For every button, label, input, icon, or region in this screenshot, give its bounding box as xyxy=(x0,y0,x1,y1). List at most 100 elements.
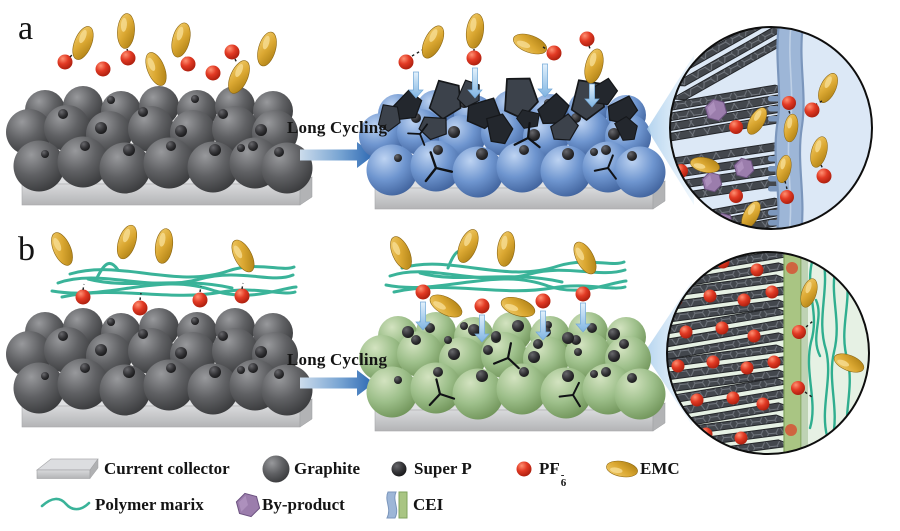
emc-icon xyxy=(606,460,638,478)
by-product-particle xyxy=(704,98,728,122)
legend-super-p-label: Super P xyxy=(414,459,472,478)
pf6-ion xyxy=(756,397,770,411)
down-arrow-icon xyxy=(535,310,551,341)
legend xyxy=(35,455,638,519)
pf6-ion xyxy=(816,168,832,184)
legend-pf6-label: PF-6 xyxy=(539,459,566,489)
emc-molecule xyxy=(783,113,799,143)
emc-molecule xyxy=(690,157,720,173)
pf6-ion xyxy=(792,325,806,339)
pf6-ion xyxy=(681,433,695,447)
pf6-ion xyxy=(679,325,693,339)
cycled-electrode-a xyxy=(359,77,667,210)
by-product-icon xyxy=(235,492,261,518)
by-product-particle xyxy=(701,171,723,193)
emc-molecule xyxy=(465,13,485,49)
legend-graphite-label: Graphite xyxy=(294,459,361,478)
polymer-strand xyxy=(814,298,822,358)
pf6-ion xyxy=(780,190,794,204)
pf6-ion xyxy=(747,329,761,343)
emc-molecule xyxy=(231,239,255,273)
polymer-strand xyxy=(94,261,120,282)
pf6-ion xyxy=(57,54,73,70)
emc-molecule xyxy=(145,52,167,86)
pf6-ion xyxy=(75,289,91,305)
pf6-ion xyxy=(692,220,706,229)
polymer-strand xyxy=(418,271,564,284)
zoom-inset-a xyxy=(669,26,873,230)
pf6-ion xyxy=(205,65,221,81)
crack-line xyxy=(407,123,428,146)
emc-molecule xyxy=(154,228,174,264)
pf6-ion xyxy=(750,263,764,277)
emc-molecule xyxy=(117,13,135,49)
emc-molecule xyxy=(421,25,445,59)
down-arrow-icon xyxy=(415,301,431,331)
crack-line xyxy=(513,121,541,149)
emc-molecule xyxy=(228,60,250,94)
polymer-strand xyxy=(400,260,626,274)
pf6-label-sup: - xyxy=(560,469,565,481)
emc-molecule xyxy=(606,460,638,478)
legend-emc-label: EMC xyxy=(640,459,680,478)
pf6-ion xyxy=(729,189,743,203)
pf6-ion xyxy=(474,298,490,314)
legend-current-collector-label: Current collector xyxy=(104,459,230,478)
down-arrow-icon xyxy=(467,67,483,99)
crack-line xyxy=(424,151,454,183)
panel-a-label: a xyxy=(18,10,34,47)
pf6-ion xyxy=(120,50,136,66)
pristine-electrode-a xyxy=(6,86,314,206)
pf6-ion xyxy=(706,355,720,369)
panel-b-label: b xyxy=(18,231,35,268)
polymer-strand xyxy=(830,264,838,442)
pf6-ion xyxy=(671,359,685,373)
down-arrow-icon xyxy=(408,71,424,99)
graphite-icon xyxy=(262,455,290,483)
pf6-ion xyxy=(466,50,482,66)
down-arrow-icon xyxy=(575,302,591,333)
emc-molecule xyxy=(171,22,191,58)
emc-molecule xyxy=(500,296,536,318)
pf6-ion xyxy=(95,61,111,77)
down-arrow-icon xyxy=(584,83,600,108)
pf6-label-base: PF xyxy=(539,459,560,478)
polymer-strand xyxy=(86,277,234,290)
pf6-ion xyxy=(804,102,820,118)
emc-molecule xyxy=(573,241,597,275)
emc-molecule xyxy=(51,232,73,266)
pf6-ion xyxy=(782,96,796,110)
pf6-icon xyxy=(516,461,532,477)
crack-line xyxy=(593,154,617,180)
polymer-strand xyxy=(392,284,627,294)
pf6-ion xyxy=(726,391,740,405)
current-collector-icon xyxy=(35,458,99,480)
cycled-electrode-b xyxy=(359,312,667,432)
pf6-ion xyxy=(535,293,551,309)
panel-a-molecules xyxy=(57,13,277,94)
polymer-strand xyxy=(821,256,830,438)
super-p-icon xyxy=(391,461,407,477)
down-arrow-icon xyxy=(474,314,490,343)
emc-molecule xyxy=(810,136,828,168)
panel-b-molecules xyxy=(50,224,298,316)
pf6-ion xyxy=(192,292,208,308)
crack-line xyxy=(428,378,456,407)
emc-molecule xyxy=(457,229,479,263)
pf6-ion xyxy=(690,393,704,407)
legend-by-product-label: By-product xyxy=(262,495,345,514)
legend-polymer-matrix-label: Polymer marix xyxy=(95,495,204,514)
pf6-ion xyxy=(415,284,431,300)
by-product-particle xyxy=(714,212,734,229)
emc-molecule xyxy=(257,31,277,67)
pf6-ion xyxy=(740,361,754,375)
long-cycling-label-a: Long Cycling xyxy=(287,118,388,137)
pf6-ion xyxy=(715,321,729,335)
pf6-ion xyxy=(703,289,717,303)
crack-line xyxy=(558,381,581,408)
cei-icon xyxy=(386,491,408,519)
crack-line xyxy=(492,342,520,370)
long-cycling-label-b: Long Cycling xyxy=(287,350,388,369)
polymer-strand xyxy=(388,268,627,280)
